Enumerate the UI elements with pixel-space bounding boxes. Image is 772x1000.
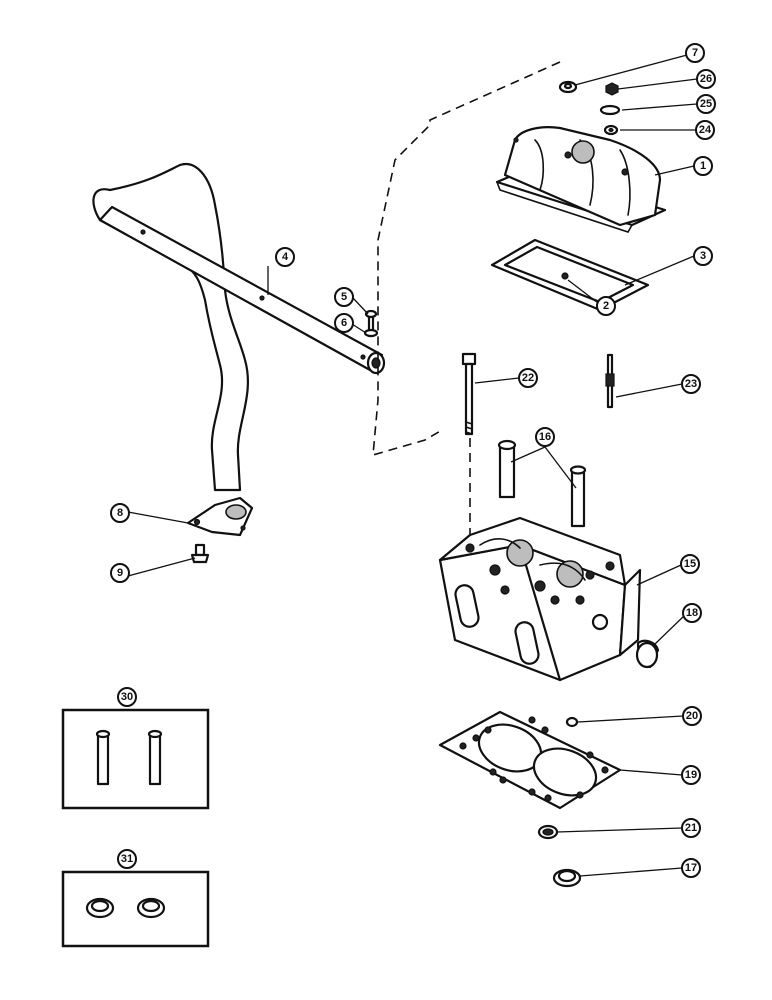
svg-text:16: 16	[539, 431, 551, 443]
callout-21: 21	[681, 818, 701, 838]
svg-text:25: 25	[700, 98, 712, 110]
head-bolt-22	[461, 352, 477, 436]
svg-text:20: 20	[686, 710, 698, 722]
callout-4: 4	[275, 247, 295, 267]
svg-text:4: 4	[282, 251, 289, 263]
callout-19: 19	[681, 765, 701, 785]
svg-text:5: 5	[341, 291, 347, 303]
callout-6: 6	[334, 313, 354, 333]
callout-17: 17	[681, 858, 701, 878]
callout-24: 24	[695, 120, 715, 140]
cover-seal-24	[603, 124, 619, 136]
seal-17	[552, 868, 582, 888]
callout-22: 22	[518, 368, 538, 388]
inset-box-31	[61, 870, 210, 948]
sleeve-16a	[497, 439, 517, 499]
cover-washer-25	[599, 104, 621, 116]
callout-2: 2	[596, 296, 616, 316]
sleeve-16b	[569, 465, 587, 528]
callout-16: 16	[535, 427, 555, 447]
svg-text:22: 22	[522, 372, 534, 384]
svg-text:21: 21	[685, 822, 697, 834]
callout-31: 31	[117, 849, 137, 869]
cover-nut-26	[605, 82, 619, 96]
svg-text:23: 23	[685, 378, 697, 390]
cover-gasket	[490, 238, 650, 312]
tube-washer	[363, 328, 379, 338]
leader-lines	[127, 54, 698, 877]
callout-3: 3	[693, 246, 713, 266]
callout-26: 26	[696, 69, 716, 89]
breather-tube	[92, 162, 386, 492]
callout-23: 23	[681, 374, 701, 394]
inset-box-30	[61, 708, 210, 810]
cover-washer-7	[558, 80, 578, 94]
callout-20: 20	[682, 706, 702, 726]
rocker-cover	[495, 126, 667, 233]
svg-text:18: 18	[686, 607, 698, 619]
svg-text:17: 17	[685, 862, 697, 874]
head-gasket	[438, 710, 622, 810]
ring-21	[537, 824, 559, 840]
callout-18: 18	[682, 603, 702, 623]
callout-8: 8	[110, 503, 130, 523]
tube-flange-plate	[186, 496, 254, 537]
cylinder-head	[438, 516, 642, 682]
svg-text:2: 2	[603, 300, 609, 312]
svg-text:3: 3	[700, 250, 706, 262]
svg-text:31: 31	[121, 853, 133, 865]
svg-text:26: 26	[700, 73, 712, 85]
callout-25: 25	[696, 94, 716, 114]
tube-screw	[364, 309, 378, 338]
callout-9: 9	[110, 563, 130, 583]
svg-text:30: 30	[121, 691, 133, 703]
connection-dashed-line	[372, 61, 561, 457]
svg-text:15: 15	[684, 558, 696, 570]
callout-5: 5	[334, 287, 354, 307]
svg-text:1: 1	[700, 160, 706, 172]
svg-text:7: 7	[692, 47, 698, 59]
seal-ring-18	[635, 639, 660, 669]
flange-bolt	[190, 543, 210, 564]
svg-text:19: 19	[685, 769, 697, 781]
o-ring-20	[565, 716, 579, 728]
callout-1: 1	[693, 156, 713, 176]
callout-7: 7	[685, 43, 705, 63]
svg-text:6: 6	[341, 317, 347, 329]
svg-text:8: 8	[117, 507, 123, 519]
svg-text:9: 9	[117, 567, 123, 579]
svg-text:24: 24	[699, 124, 712, 136]
stud-23	[605, 353, 615, 409]
callout-15: 15	[680, 554, 700, 574]
callout-30: 30	[117, 687, 137, 707]
